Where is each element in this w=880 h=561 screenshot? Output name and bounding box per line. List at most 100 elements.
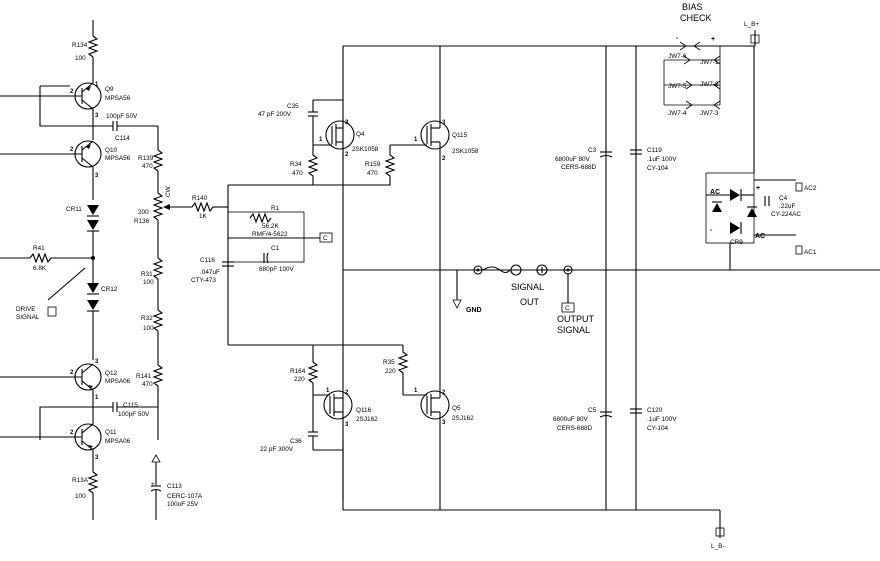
- r31-ref-label: R31: [141, 271, 153, 278]
- r141-ref-label: R141: [136, 373, 152, 380]
- c113-ref-label: C113: [167, 483, 182, 490]
- q5-ref-label: Q5: [452, 405, 461, 412]
- driver-section: R134 100 2 1 Q9 MPSA56 3 100pF 50V: [0, 20, 228, 520]
- q116-ref-label: Q116: [356, 407, 372, 414]
- q115-pin-1: 1: [414, 137, 418, 143]
- resistor-r13a: [87, 471, 99, 494]
- c36-ref-label: C36: [290, 438, 302, 445]
- c119-type-label: CY-104: [647, 165, 669, 172]
- cr11-ref-label: CR11: [66, 206, 82, 213]
- q11-pin-2: 2: [70, 430, 74, 436]
- q5-pin-3: 3: [442, 420, 446, 426]
- c4-value-label: .22uF: [779, 203, 795, 210]
- c36-value-label: 22 pF 300V: [260, 446, 294, 453]
- q10-pin-2: 2: [70, 147, 74, 153]
- c119-value-label: .1uF 100V: [647, 156, 677, 163]
- r140-value-label: 1K: [199, 213, 208, 220]
- c3-type-label: CERS-688D: [561, 164, 597, 171]
- q116-pin-1: 1: [326, 388, 330, 394]
- c120-value-label: .1uF 100V: [647, 416, 677, 423]
- ac-label-bottom: AC: [755, 233, 765, 240]
- c114-ref-label: C114: [115, 135, 130, 142]
- c119-ref-label: C119: [647, 147, 662, 154]
- q9-pin-2: 2: [70, 89, 74, 95]
- r32-value-label: 100: [143, 325, 154, 332]
- ac1-label: AC1: [804, 249, 817, 256]
- mosfet-q4: [313, 120, 355, 160]
- c5-ref-label: C5: [588, 407, 597, 414]
- q116-pin-3: 3: [345, 422, 349, 428]
- c3-value-label: 6800uF 80V: [555, 156, 591, 163]
- jw7-2-label: JW7-2: [700, 81, 719, 88]
- jumper-jw7-6-jw7-1[interactable]: [664, 55, 721, 65]
- jumper-jw7-4-jw7-3[interactable]: [664, 100, 721, 110]
- ac-label-top: AC: [710, 189, 720, 196]
- bias-check-label-1: BIAS: [682, 2, 703, 12]
- q12-pin-2: 2: [70, 370, 74, 376]
- resistor-r141: [152, 364, 164, 387]
- lb-plus-label: L_B+: [744, 21, 759, 28]
- q5-pin-1: 1: [414, 388, 418, 394]
- transistor-q11: [0, 423, 102, 451]
- bridge-minus-sign: -: [710, 227, 713, 234]
- q4-type-label: 2SK1058: [352, 146, 379, 153]
- r32-ref-label: R32: [141, 315, 153, 322]
- resistor-r139: [152, 149, 164, 172]
- r41-value-label: 6.8K: [33, 265, 47, 272]
- c113-value-label: 100uF 25V: [167, 501, 199, 508]
- capacitor-c3: [599, 151, 613, 158]
- capacitor-c114: [93, 121, 158, 131]
- q4-ref-label: Q4: [356, 131, 365, 138]
- c3-ref-label: C3: [588, 147, 597, 154]
- jw7-5-label: JW7-5: [668, 83, 687, 90]
- c120-ref-label: C120: [647, 407, 663, 414]
- r31-value-label: 100: [143, 279, 154, 286]
- r139-value-label: 470: [142, 163, 153, 170]
- bridge-diode-right: [747, 206, 757, 217]
- q10-type-label: MPSA56: [105, 155, 131, 162]
- q12-type-label: MPSA06: [105, 378, 131, 385]
- rectifier-section: L_B+ L_B- AC AC + - CR: [705, 21, 817, 550]
- c113-plus-sign: +: [151, 481, 155, 488]
- cr12-ref-label: CR12: [101, 286, 118, 293]
- r134-ref-label: R134: [72, 42, 88, 49]
- resistor-r35: [397, 345, 409, 395]
- feedback-tag-c: C: [323, 235, 328, 242]
- bias-plus-sign: +: [711, 36, 715, 43]
- c115-ref-label: C115: [123, 402, 138, 409]
- r164-value-label: 220: [294, 376, 305, 383]
- c4-type-label: CY-224AC: [771, 211, 801, 218]
- mosfet-q116: [313, 390, 353, 420]
- capacitor-c36: [308, 395, 343, 451]
- q9-type-label: MPSA56: [105, 95, 131, 102]
- r139-ref-label: R139: [138, 155, 154, 162]
- jumper-jw7-5-jw7-2[interactable]: [664, 80, 721, 90]
- drive-signal-label-1: DRIVE: [16, 306, 36, 313]
- r35-value-label: 220: [385, 368, 396, 375]
- r141-value-label: 470: [142, 381, 153, 388]
- r1-type-label: RMF/4-5622: [252, 231, 288, 238]
- c4-ref-label: C4: [779, 195, 788, 202]
- c120-type-label: CY-104: [647, 425, 669, 432]
- mosfet-q115: [390, 120, 450, 270]
- mosfet-q5: [403, 270, 450, 510]
- cw-label: CW: [165, 185, 172, 197]
- resistor-r31: [152, 257, 164, 280]
- bridge-diode-left: [712, 201, 722, 212]
- diode-cr11: [87, 205, 99, 232]
- jw7-4-label: JW7-4: [668, 110, 687, 117]
- resistor-r41: [29, 252, 52, 264]
- r140-ref-label: R140: [192, 195, 208, 202]
- q11-pin-3: 3: [95, 455, 99, 461]
- capacitor-c113: [150, 454, 162, 520]
- c5-value-label: 6800uF 80V: [553, 416, 589, 423]
- r34-value-label: 470: [292, 170, 303, 177]
- resistor-r1: [249, 212, 272, 224]
- q115-pin-3: 3: [442, 120, 446, 126]
- bias-minus-sign: -: [676, 35, 679, 42]
- q5-pin-2: 2: [442, 390, 446, 396]
- bridge-diode-top: [706, 189, 754, 201]
- gnd-label: GND: [466, 307, 482, 314]
- q116-type-label: 2SJ162: [356, 416, 378, 423]
